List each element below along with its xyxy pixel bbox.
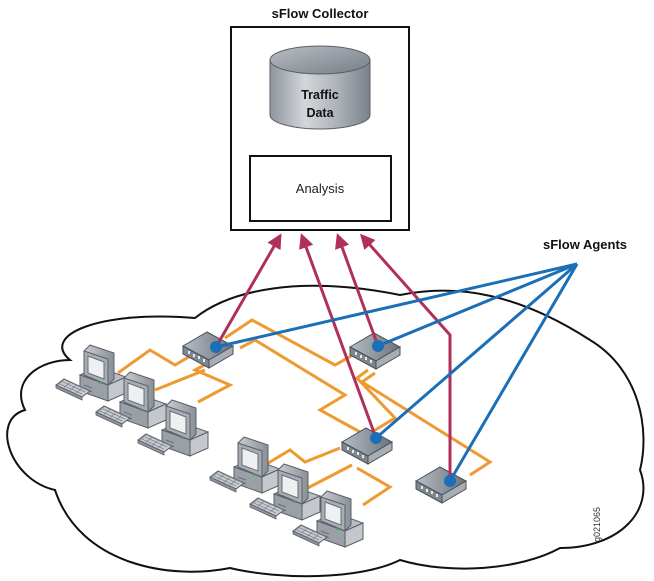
agent-link xyxy=(375,262,578,440)
agent-dots xyxy=(210,340,456,487)
traffic-data-database[interactable]: Traffic Data xyxy=(269,45,371,130)
lan-link xyxy=(239,338,361,434)
lan-link xyxy=(259,446,341,470)
agent-dot xyxy=(210,341,222,353)
agents-label: sFlow Agents xyxy=(543,237,627,252)
collector-title: sFlow Collector xyxy=(272,6,369,21)
agent-dot xyxy=(372,340,384,352)
analysis-box[interactable] xyxy=(249,155,392,222)
agent-links xyxy=(215,262,579,482)
sample-arrow-2 xyxy=(299,233,378,439)
database-label-line2: Data xyxy=(306,106,334,120)
lan-link xyxy=(117,348,193,375)
lan-link xyxy=(354,368,398,440)
agent-dot xyxy=(370,432,382,444)
database-label-line1: Traffic xyxy=(301,88,339,102)
figure-id: g021065 xyxy=(592,507,602,542)
lan-link xyxy=(299,463,353,494)
sample-arrow-4 xyxy=(360,233,452,481)
sample-arrow-1 xyxy=(214,233,282,348)
lan-link xyxy=(191,360,234,404)
lan-link xyxy=(356,466,393,507)
sample-arrow-3 xyxy=(335,233,380,347)
agent-link xyxy=(448,263,579,482)
lan-link xyxy=(359,371,493,477)
lan-link xyxy=(154,368,206,392)
agent-dot xyxy=(444,475,456,487)
analysis-label: Analysis xyxy=(296,181,345,196)
lan-link xyxy=(224,318,363,367)
agent-link xyxy=(377,262,578,348)
lan-links xyxy=(117,318,493,507)
agent-link xyxy=(215,262,578,349)
